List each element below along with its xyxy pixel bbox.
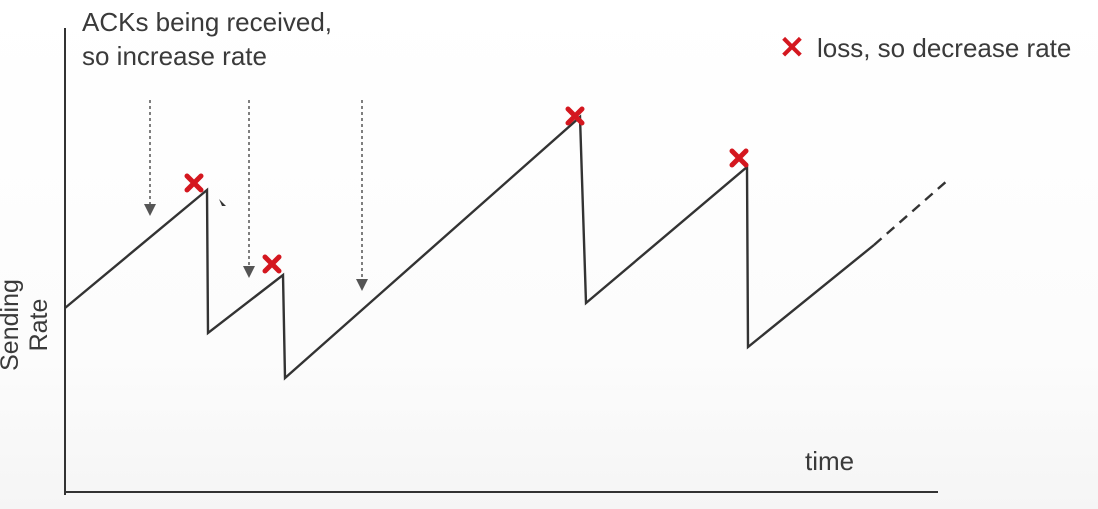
loss-marker-2 [262, 254, 282, 274]
loss-legend: ✕ loss, so decrease rate [777, 31, 1071, 65]
loss-marker-4 [729, 148, 749, 168]
loss-marker-1 [184, 173, 204, 193]
sending-rate-curve [64, 114, 875, 381]
y-axis-label: Sending Rate [0, 279, 53, 371]
mouse-pointer-icon [219, 199, 226, 206]
loss-legend-label: loss, so decrease rate [817, 33, 1072, 63]
ack-annotation: ACKs being received, so increase rate [82, 5, 332, 73]
future-trend-dashed-line [873, 179, 949, 246]
ack-annotation-line-2: so increase rate [82, 41, 267, 71]
x-axis-label: time [805, 446, 855, 476]
ack-annotation-line-1: ACKs being received, [82, 7, 333, 37]
loss-marker-3 [565, 106, 585, 126]
loss-x-icon: ✕ [779, 30, 805, 65]
